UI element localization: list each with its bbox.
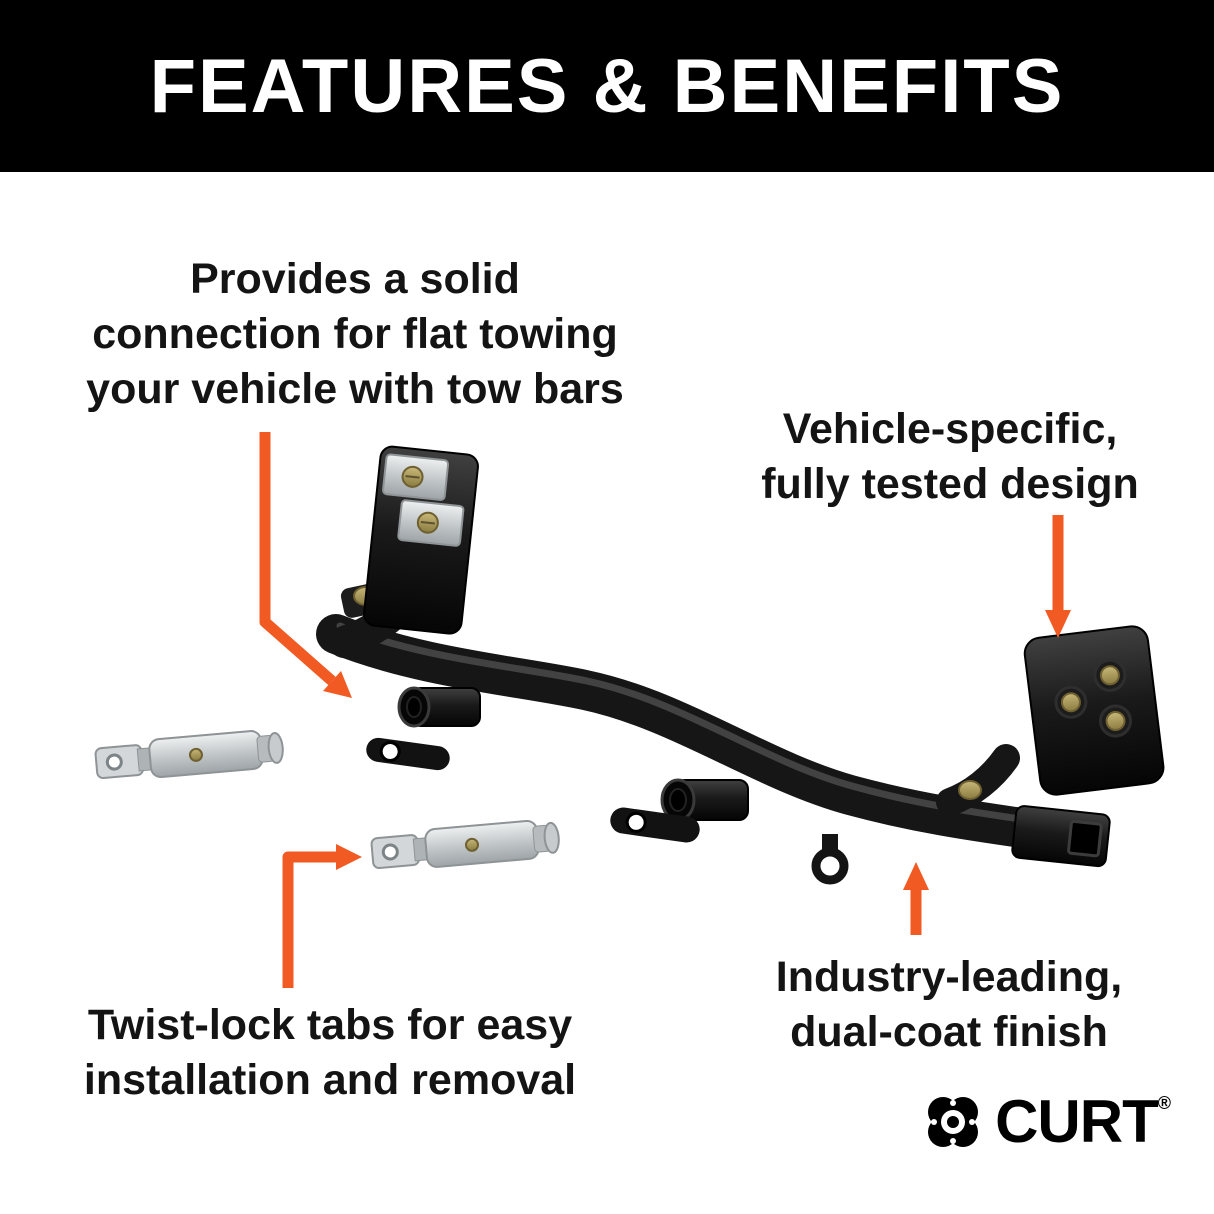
baseplate-crossbar — [316, 614, 1056, 850]
callout-vehicle-specific-line-1: Vehicle-specific, — [782, 405, 1118, 453]
callout-twist-lock-line-2: installation and removal — [83, 1056, 577, 1105]
tow-bar-socket-left — [366, 686, 481, 771]
callout-flat-towing-line-2: connection for flat towing — [92, 310, 618, 359]
callout-flat-towing: Provides a solid connection for flat tow… — [30, 252, 680, 417]
right-riser-arm — [936, 744, 1020, 816]
left-mount-plate — [363, 445, 479, 635]
callout-dual-coat-finish: Industry-leading, dual-coat finish — [724, 950, 1174, 1060]
curt-brand-name: CURT — [995, 1088, 1159, 1155]
tow-bar-socket-center — [610, 778, 749, 843]
receiver-end — [1011, 805, 1111, 868]
arrow-vehicle-specific — [1045, 515, 1071, 638]
callout-dual-coat-finish-line-1: Industry-leading, — [775, 953, 1123, 1001]
arrow-twist-lock — [282, 844, 362, 988]
arrow-flat-towing — [259, 432, 352, 698]
right-mount-plate — [1023, 625, 1165, 796]
banner: FEATURES & BENEFITS — [0, 0, 1214, 172]
callout-flat-towing-line-3: your vehicle with tow bars — [86, 365, 624, 414]
curt-logo: CURT ® — [921, 1088, 1171, 1155]
arrow-dual-coat-finish — [903, 862, 929, 935]
registered-trademark-symbol: ® — [1157, 1093, 1171, 1113]
safety-chain-loop — [811, 834, 849, 885]
callout-vehicle-specific-line-2: fully tested design — [761, 460, 1139, 509]
left-drop-arm — [328, 580, 418, 658]
callout-twist-lock: Twist-lock tabs for easy installation an… — [20, 998, 640, 1108]
callout-dual-coat-finish-line-2: dual-coat finish — [790, 1008, 1108, 1057]
banner-title: FEATURES & BENEFITS — [149, 43, 1065, 129]
callout-vehicle-specific: Vehicle-specific, fully tested design — [730, 402, 1170, 512]
callout-flat-towing-line-1: Provides a solid — [190, 255, 520, 303]
callout-twist-lock-line-1: Twist-lock tabs for easy — [87, 1001, 573, 1049]
twist-lock-tab-1 — [94, 730, 284, 780]
curt-emblem-icon — [928, 1097, 979, 1147]
curt-wordmark: CURT ® — [995, 1088, 1171, 1155]
twist-lock-tab-2 — [370, 819, 560, 869]
